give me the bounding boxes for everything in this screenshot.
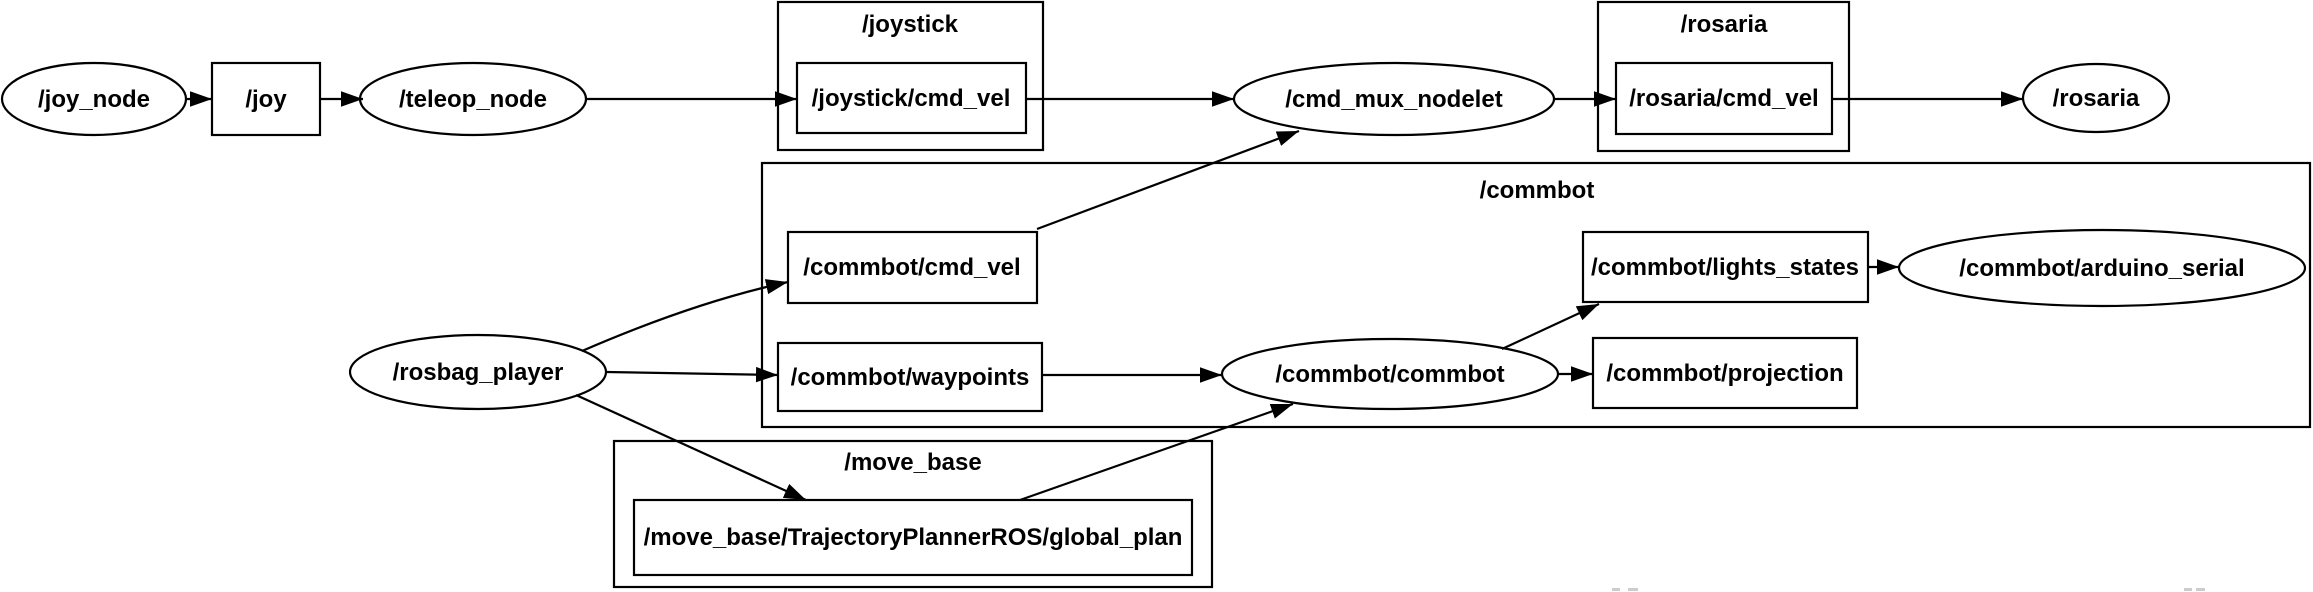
ros-topic-joystick-cmd-vel: /joystick/cmd_vel [795, 61, 1028, 135]
clipped-text-artifacts [1612, 588, 2205, 591]
ros-topic-commbot-cmd-vel: /commbot/cmd_vel [786, 230, 1039, 305]
cluster-joystick: /joystick [776, 0, 1045, 152]
cluster-joystick-box [776, 0, 1045, 152]
ros-node-rosbag-player: /rosbag_player [348, 333, 608, 411]
cluster-move-base-box [612, 439, 1214, 589]
ros-node-commbot-arduino-serial: /commbot/arduino_serial [1897, 228, 2307, 308]
cluster-move-base-label: /move_base [844, 449, 981, 476]
cluster-commbot-label: /commbot [1480, 177, 1595, 204]
cluster-rosaria-label: /rosaria [1681, 11, 1768, 38]
ros-topic-joystick-cmd-vel-label: /joystick/cmd_vel [812, 85, 1011, 112]
ros-node-joy-node-label: /joy_node [38, 86, 150, 113]
ros-topic-move-base-global-plan-label: /move_base/TrajectoryPlannerROS/global_p… [644, 524, 1183, 551]
edge-rosbag-player-to-move-base-global-plan [575, 393, 807, 502]
ros-node-cmd-mux-nodelet-label: /cmd_mux_nodelet [1285, 86, 1502, 113]
edge-rosbag-player-to-commbot-waypoints [605, 366, 779, 383]
ros-topic-commbot-waypoints-shape [776, 341, 1044, 413]
ros-topic-joy: /joy [210, 61, 322, 137]
ros-topic-commbot-projection: /commbot/projection [1591, 336, 1859, 410]
cluster-rosaria: /rosaria [1596, 0, 1851, 153]
ros-topic-commbot-projection-shape [1591, 336, 1859, 410]
ros-topic-joystick-cmd-vel-shape [795, 61, 1028, 135]
ros-node-commbot-commbot-label: /commbot/commbot [1275, 361, 1504, 388]
ros-topic-joy-label: /joy [245, 86, 287, 113]
ros-node-commbot-arduino-serial-label: /commbot/arduino_serial [1959, 255, 2244, 282]
edge-rosbag-player-to-commbot-cmd-vel [581, 279, 789, 353]
cluster-joystick-label: /joystick [862, 11, 959, 38]
ros-topic-rosaria-cmd-vel: /rosaria/cmd_vel [1614, 61, 1834, 136]
ros-node-joy-node: /joy_node [0, 61, 188, 137]
ros-topic-rosaria-cmd-vel-label: /rosaria/cmd_vel [1629, 85, 1818, 112]
ros-topic-rosaria-cmd-vel-shape [1614, 61, 1834, 136]
ros-topic-commbot-lights-states-label: /commbot/lights_states [1591, 254, 1859, 281]
ros-node-rosbag-player-label: /rosbag_player [393, 359, 564, 386]
ros-topic-commbot-waypoints-label: /commbot/waypoints [791, 364, 1030, 391]
ros-node-commbot-commbot: /commbot/commbot [1220, 337, 1560, 411]
edge-commbot-commbot-to-commbot-lights-states [1501, 303, 1600, 350]
ros-node-cmd-mux-nodelet: /cmd_mux_nodelet [1232, 61, 1556, 137]
ros-topic-move-base-global-plan: /move_base/TrajectoryPlannerROS/global_p… [632, 498, 1194, 577]
edge-commbot-cmd-vel-to-cmd-mux-nodelet [1036, 129, 1300, 231]
ros-node-rosaria-label: /rosaria [2053, 85, 2140, 112]
ros-topic-commbot-waypoints: /commbot/waypoints [776, 341, 1044, 413]
ros-node-rosaria: /rosaria [2021, 62, 2171, 134]
ros-topic-commbot-lights-states: /commbot/lights_states [1581, 230, 1870, 304]
ros-topic-commbot-cmd-vel-label: /commbot/cmd_vel [803, 254, 1020, 281]
cluster-commbot: /commbot [760, 161, 2312, 429]
cluster-commbot-box [760, 161, 2312, 429]
edge-move-base-global-plan-to-commbot-commbot [1019, 402, 1294, 502]
ros-topic-commbot-cmd-vel-shape [786, 230, 1039, 305]
ros-topic-joy-shape [210, 61, 322, 137]
ros-node-teleop-node: /teleop_node [358, 61, 588, 137]
ros-topic-commbot-projection-label: /commbot/projection [1606, 360, 1843, 387]
ros-node-teleop-node-label: /teleop_node [399, 86, 547, 113]
cluster-rosaria-box [1596, 0, 1851, 153]
ros-topic-move-base-global-plan-shape [632, 498, 1194, 577]
cluster-move-base: /move_base [612, 439, 1214, 589]
